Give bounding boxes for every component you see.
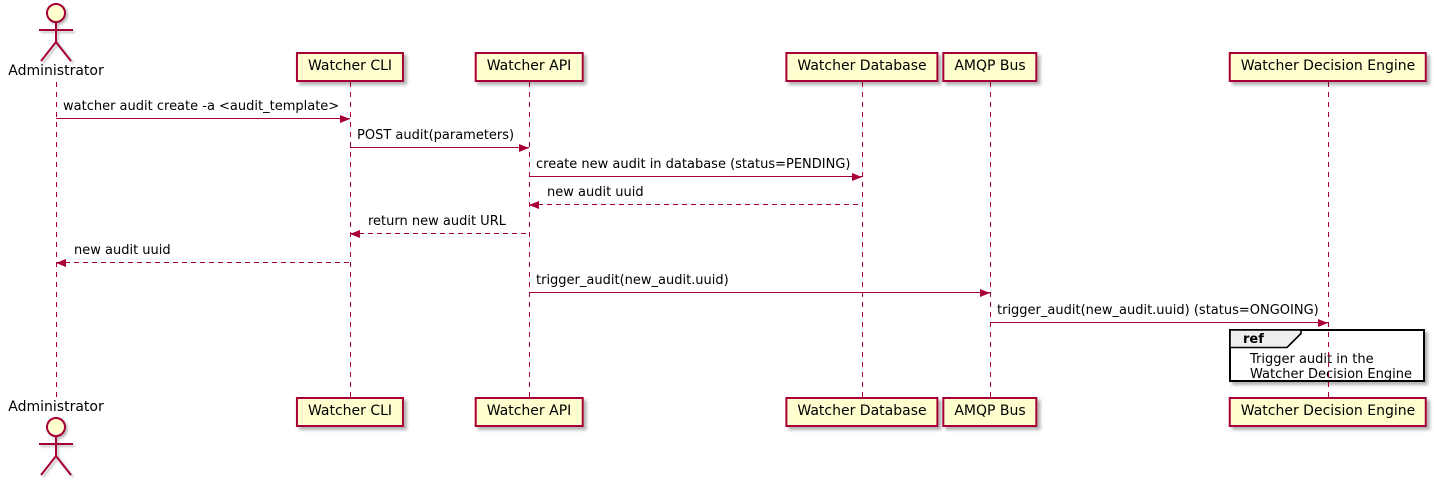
message-arrowhead <box>519 143 529 152</box>
message-line <box>56 118 350 119</box>
message-label: new audit uuid <box>74 243 171 258</box>
message-arrowhead <box>350 229 360 238</box>
participant-amqp-bus: AMQP Bus <box>942 397 1038 427</box>
message-line <box>990 322 1328 323</box>
actor-icon <box>34 416 78 482</box>
participant-watcher-cli: Watcher CLI <box>295 397 405 427</box>
actor-label-administrator: Administrator <box>8 399 104 415</box>
participant-watcher-cli: Watcher CLI <box>295 52 405 82</box>
message-label: new audit uuid <box>547 185 644 200</box>
lifeline-administrator <box>55 82 57 397</box>
ref-tag-shape <box>1229 329 1302 349</box>
message-label: watcher audit create -a <audit_template> <box>63 99 340 114</box>
participant-amqp-bus: AMQP Bus <box>942 52 1038 82</box>
message-label: create new audit in database (status=PEN… <box>536 157 851 172</box>
message-line <box>350 147 529 148</box>
message-line <box>56 262 350 263</box>
message-line <box>529 176 862 177</box>
lifeline-watcher-api <box>528 82 530 397</box>
message-arrowhead <box>852 172 862 181</box>
lifeline-watcher-database <box>861 82 863 397</box>
actor-icon <box>34 2 78 68</box>
message-line <box>350 233 529 234</box>
message-arrowhead <box>529 200 539 209</box>
ref-text-line: Watcher Decision Engine <box>1250 367 1412 382</box>
ref-text-line: Trigger audit in the <box>1250 352 1374 367</box>
ref-fragment: ref Trigger audit in the Watcher Decisio… <box>1229 329 1425 382</box>
message-line <box>529 204 862 205</box>
lifeline-amqp-bus <box>989 82 991 397</box>
participant-watcher-api: Watcher API <box>474 52 584 82</box>
participant-watcher-decision-engine: Watcher Decision Engine <box>1228 397 1428 427</box>
message-label: trigger_audit(new_audit.uuid) (status=ON… <box>997 303 1319 318</box>
message-label: trigger_audit(new_audit.uuid) <box>536 273 729 288</box>
message-arrowhead <box>56 258 66 267</box>
message-arrowhead <box>980 288 990 297</box>
ref-text: Trigger audit in the Watcher Decision En… <box>1250 352 1412 382</box>
message-line <box>529 292 990 293</box>
actor-label-administrator: Administrator <box>8 63 104 79</box>
ref-keyword: ref <box>1243 332 1264 347</box>
participant-watcher-database: Watcher Database <box>785 397 939 427</box>
message-arrowhead <box>1318 318 1328 327</box>
message-label: return new audit URL <box>368 214 506 229</box>
participant-watcher-decision-engine: Watcher Decision Engine <box>1228 52 1428 82</box>
lifeline-watcher-decision-engine <box>1327 82 1329 397</box>
message-arrowhead <box>340 114 350 123</box>
message-label: POST audit(parameters) <box>357 128 515 143</box>
participant-watcher-database: Watcher Database <box>785 52 939 82</box>
participant-watcher-api: Watcher API <box>474 397 584 427</box>
lifeline-watcher-cli <box>349 82 351 397</box>
